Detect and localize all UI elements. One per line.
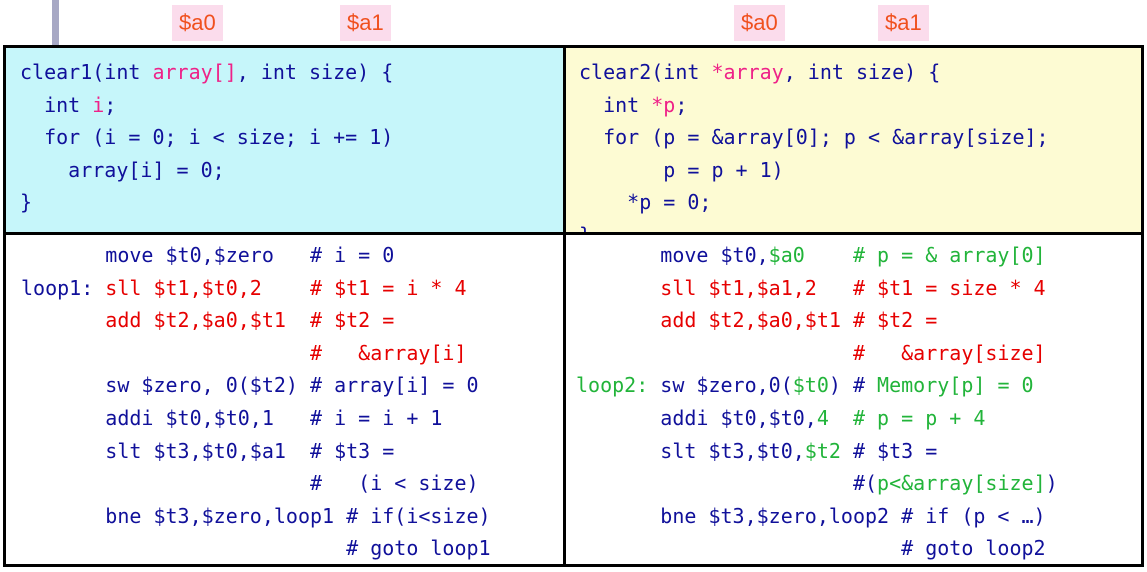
code-token: move $t0,$zero # i = 0 <box>21 243 395 267</box>
code-line: add $t2,$a0,$t1 # $t2 = <box>576 304 1058 337</box>
code-token: int <box>20 92 93 117</box>
code-token: # goto loop1 <box>21 536 491 561</box>
code-token: # (i < size) <box>21 471 479 496</box>
code-line: slt $t3,$t0,$a1 # $t3 = <box>21 435 491 468</box>
code-token: slt $t3,$t0,$a1 # $t3 = <box>21 438 395 463</box>
code-line: # &array[i] <box>21 337 491 370</box>
code-line: move $t0,$zero # i = 0 <box>21 239 491 272</box>
code-line: array[i] = 0; <box>20 154 393 187</box>
code-token: loop1: <box>21 275 106 300</box>
code-token: bne $t3,$zero,loop2 # if (p < …) <box>576 503 1046 528</box>
code-token: # &array[size] <box>576 340 1046 365</box>
code-token: # $t3 = <box>840 438 938 463</box>
code-line: # &array[size] <box>576 337 1058 370</box>
code-line: # goto loop2 <box>576 532 1058 564</box>
code-token: sll $t1,$t0,2 # $t1 = i * 4 <box>105 275 467 300</box>
code-token: clear1(int <box>20 60 153 84</box>
code-token: , int size) { <box>236 60 394 84</box>
code-token: # &array[i] <box>21 340 467 365</box>
c-code-clear2: clear2(int *array, int size) { int *p; f… <box>579 56 1049 235</box>
code-line: p = p + 1) <box>579 154 1049 187</box>
code-line: add $t2,$a0,$t1 # $t2 = <box>21 304 491 337</box>
code-token: for (i = 0; i < size; i += 1) <box>20 125 394 150</box>
code-token: array[i] = 0; <box>20 157 225 182</box>
code-line: } <box>20 186 393 219</box>
code-token: $t0 <box>792 373 829 398</box>
slide-margin-bar <box>52 0 59 45</box>
code-token: # goto loop2 <box>576 536 1046 561</box>
register-tag-a1-right: $a1 <box>878 5 929 41</box>
code-token: $a0 # p = & array[0] <box>768 243 1046 267</box>
code-token: 4 # p = p + 4 <box>816 405 986 430</box>
code-line: int i; <box>20 89 393 122</box>
code-line: sw $zero, 0($t2) # array[i] = 0 <box>21 369 491 402</box>
code-token: } <box>579 222 592 235</box>
c-code-clear1: clear1(int array[], int size) { int i; f… <box>20 56 393 219</box>
code-token: addi $t0,$t0, <box>576 405 817 430</box>
code-token: ) <box>1045 471 1058 496</box>
asm-code-panel-clear2: move $t0,$a0 # p = & array[0] sll $t1,$a… <box>566 235 1141 564</box>
register-tag-a0-left: $a0 <box>172 5 223 41</box>
code-comparison-table: clear1(int array[], int size) { int i; f… <box>3 45 1144 567</box>
code-token: int <box>579 92 652 117</box>
code-token: array[] <box>152 60 237 84</box>
code-token: Memory[p] = 0 <box>877 373 1034 398</box>
code-line: #(p<&array[size]) <box>576 467 1058 500</box>
code-line: int *p; <box>579 89 1049 122</box>
code-line: move $t0,$a0 # p = & array[0] <box>576 239 1058 272</box>
c-code-panel-clear1: clear1(int array[], int size) { int i; f… <box>6 48 566 235</box>
code-line: sll $t1,$a1,2 # $t1 = size * 4 <box>576 272 1058 305</box>
code-token: clear2(int <box>579 60 712 84</box>
code-token: *p = 0; <box>579 190 712 215</box>
code-line: *p = 0; <box>579 186 1049 219</box>
asm-code-clear1: move $t0,$zero # i = 0 loop1: sll $t1,$t0… <box>21 239 491 564</box>
code-line: addi $t0,$t0,4 # p = p + 4 <box>576 402 1058 435</box>
code-token: add $t2,$a0,$t1 # $t2 = <box>21 308 395 333</box>
code-line: # goto loop1 <box>21 532 491 564</box>
code-line: } <box>579 219 1049 235</box>
code-token: i <box>92 92 105 117</box>
code-token: slt $t3,$t0, <box>576 438 805 463</box>
code-line: for (p = &array[0]; p < &array[size]; <box>579 121 1049 154</box>
code-line: loop2: sw $zero,0($t0) # Memory[p] = 0 <box>576 369 1058 402</box>
code-line: clear2(int *array, int size) { <box>579 56 1049 89</box>
code-token: move $t0, <box>576 243 769 267</box>
code-token: p<&array[size] <box>877 471 1046 496</box>
code-token: *array <box>711 60 784 84</box>
code-token: p = p + 1) <box>579 157 784 182</box>
code-line: bne $t3,$zero,loop2 # if (p < …) <box>576 500 1058 533</box>
code-token: sw $zero, 0($t2) # array[i] = 0 <box>21 373 479 398</box>
code-token: addi $t0,$t0,1 # i = i + 1 <box>21 405 443 430</box>
register-tag-a1-left: $a1 <box>340 5 391 41</box>
code-token: $t2 <box>804 438 841 463</box>
code-token: for (p = &array[0]; p < &array[size]; <box>579 125 1049 150</box>
code-line: loop1: sll $t1,$t0,2 # $t1 = i * 4 <box>21 272 491 305</box>
code-token: ) # <box>828 373 878 398</box>
code-line: for (i = 0; i < size; i += 1) <box>20 121 393 154</box>
code-token: sll $t1,$a1,2 # $t1 = size * 4 <box>576 275 1046 300</box>
code-token: , int size) { <box>783 60 941 84</box>
code-token: ; <box>675 92 688 117</box>
code-token: add $t2,$a0,$t1 # $t2 = <box>576 308 938 333</box>
code-line: clear1(int array[], int size) { <box>20 56 393 89</box>
register-tag-a0-right: $a0 <box>734 5 785 41</box>
asm-code-panel-clear1: move $t0,$zero # i = 0 loop1: sll $t1,$t0… <box>6 235 566 564</box>
code-token: #( <box>576 471 878 496</box>
c-code-panel-clear2: clear2(int *array, int size) { int *p; f… <box>566 48 1141 235</box>
code-token: bne $t3,$zero,loop1 # if(i<size) <box>21 503 491 528</box>
code-token: } <box>20 190 33 215</box>
code-line: bne $t3,$zero,loop1 # if(i<size) <box>21 500 491 533</box>
asm-code-clear2: move $t0,$a0 # p = & array[0] sll $t1,$a… <box>576 239 1058 564</box>
code-token: *p <box>651 92 676 117</box>
code-token: loop2: <box>576 373 661 398</box>
code-line: slt $t3,$t0,$t2 # $t3 = <box>576 435 1058 468</box>
code-line: addi $t0,$t0,1 # i = i + 1 <box>21 402 491 435</box>
code-line: # (i < size) <box>21 467 491 500</box>
code-token: sw $zero,0( <box>660 373 793 398</box>
code-token: ; <box>104 92 117 117</box>
